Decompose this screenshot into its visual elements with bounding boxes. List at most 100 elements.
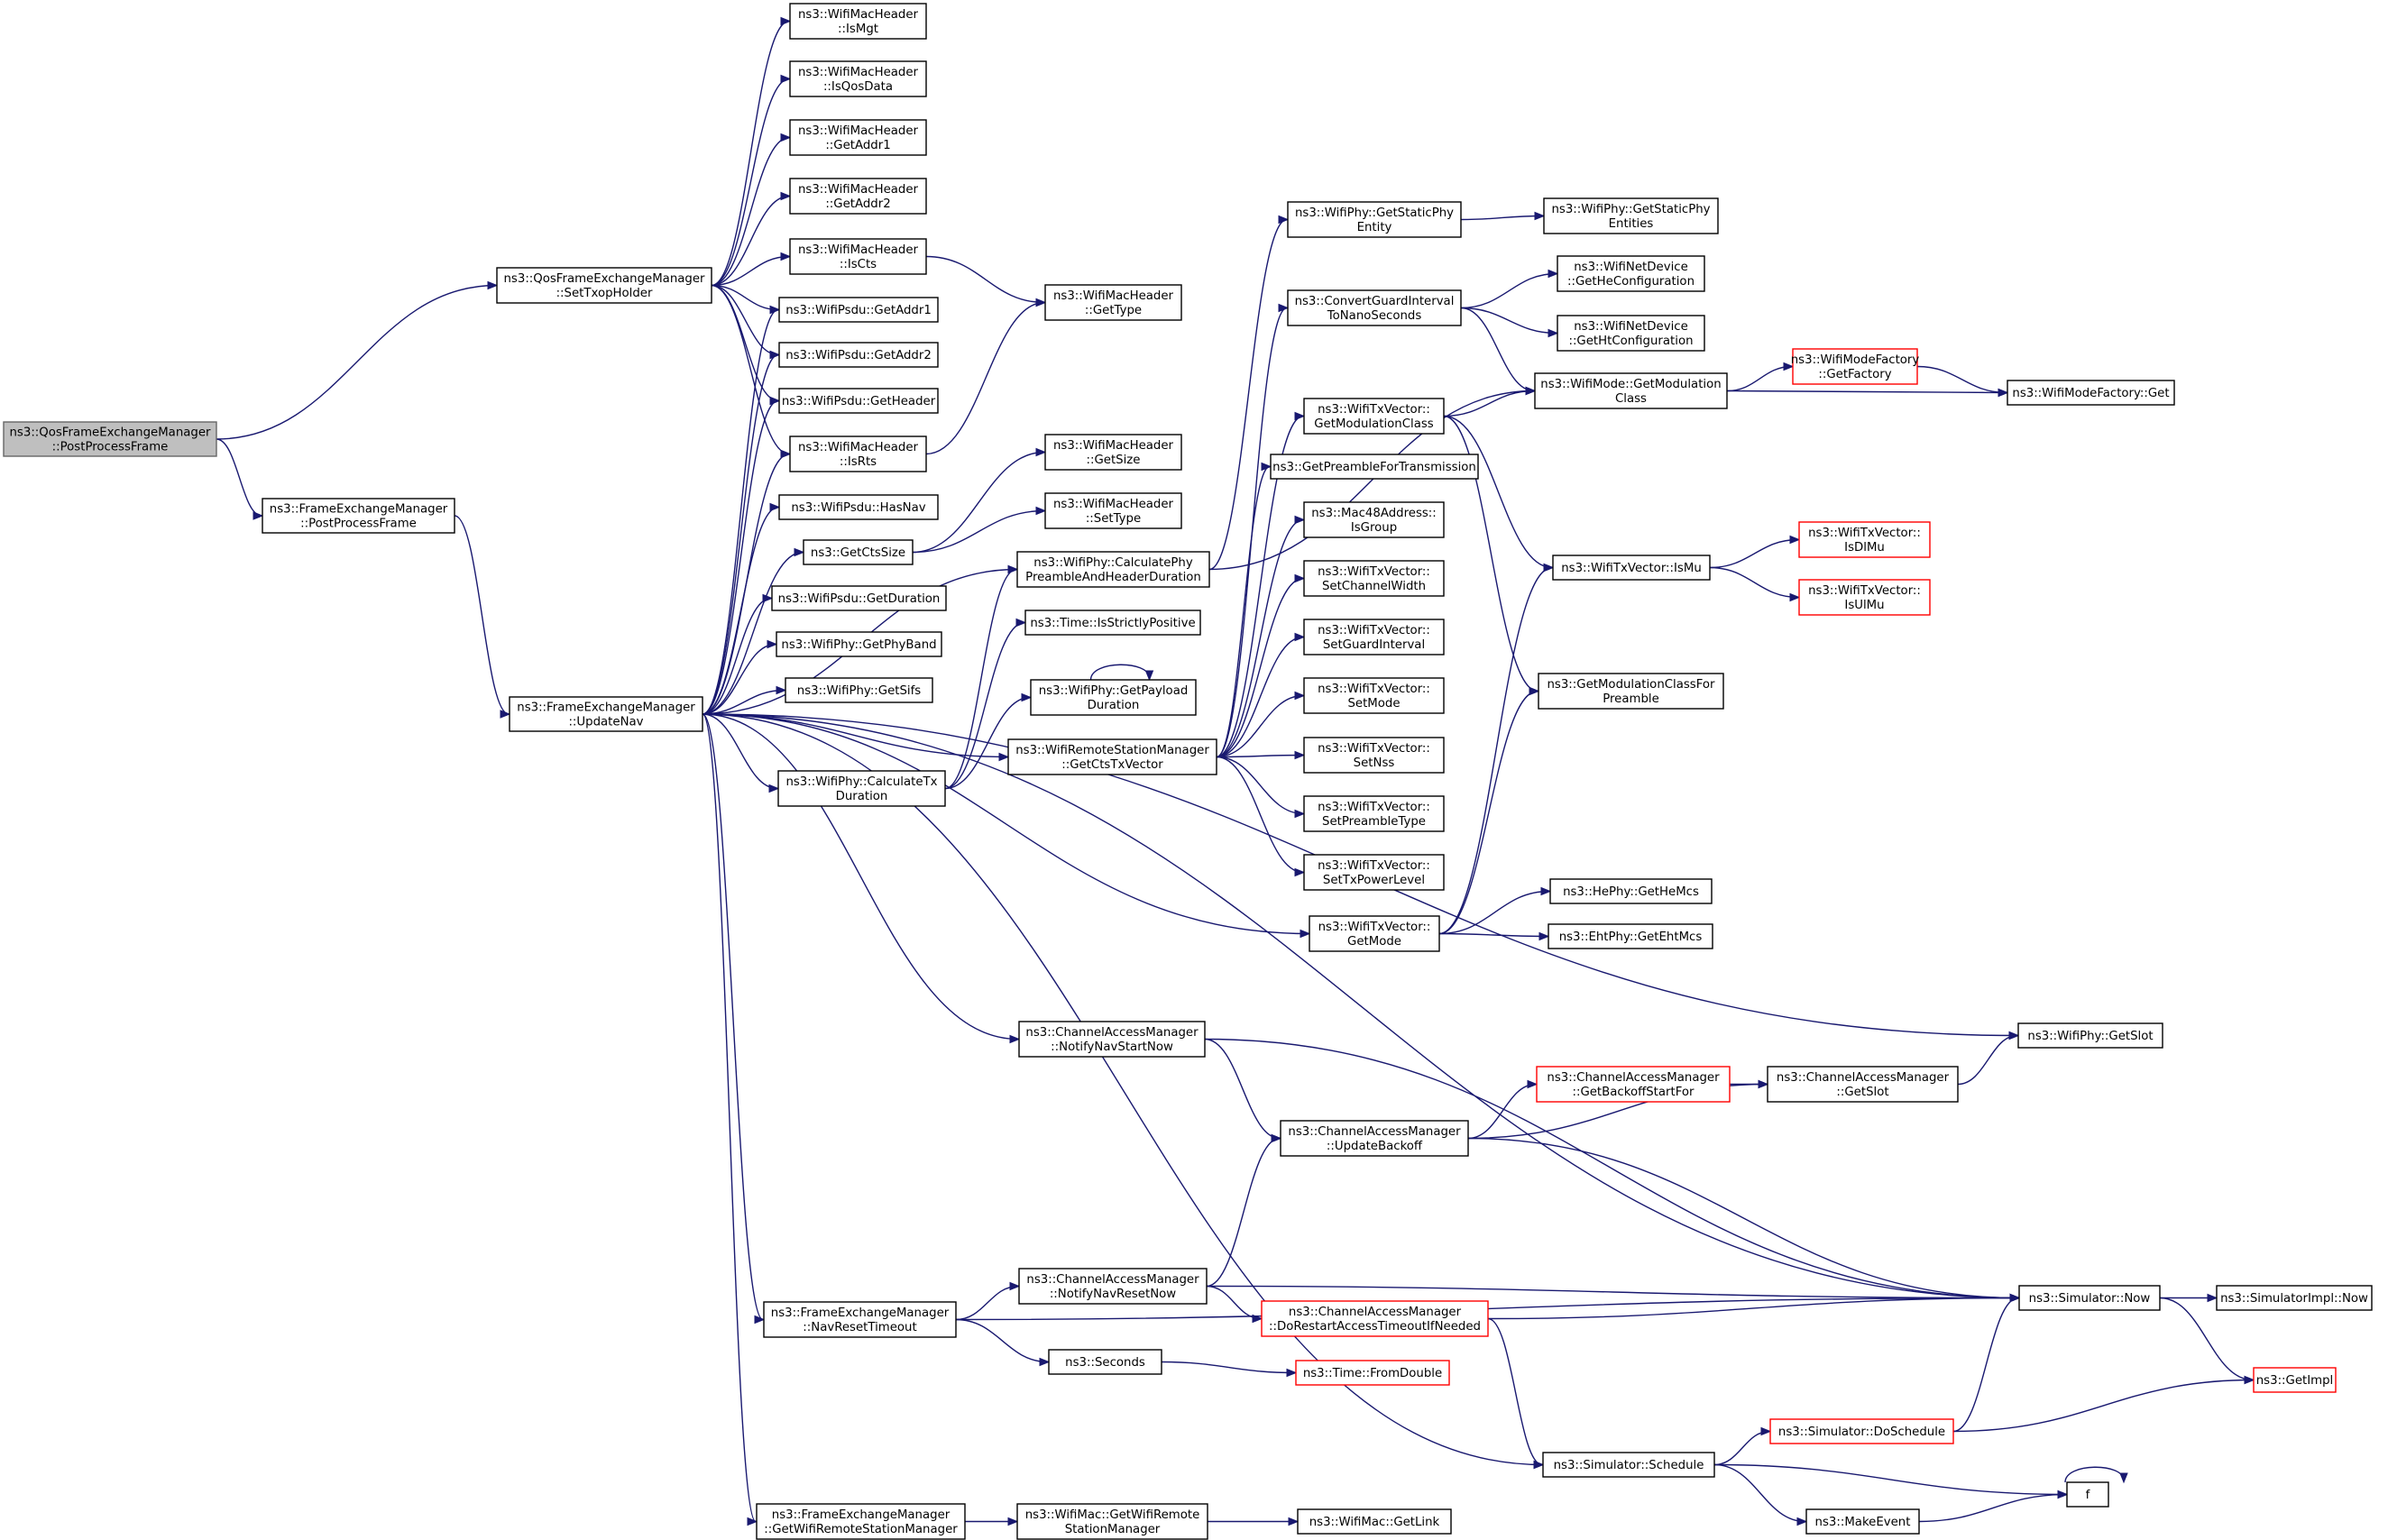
node-ht-config[interactable]: ns3::WifiNetDevice::GetHtConfiguration [1557,315,1705,352]
node-mac48-group[interactable]: ns3::Mac48Address::IsGroup [1303,501,1445,538]
edge-update-nav-to-psdu-duration [702,597,772,715]
edge-cts-txvector-to-set-txpower [1216,756,1304,874]
node-set-gi[interactable]: ns3::WifiTxVector::SetGuardInterval [1303,619,1445,655]
node-get-cts-size[interactable]: ns3::GetCtsSize [803,539,914,565]
edge-arrowhead [1294,867,1306,877]
node-label: Entities [1609,217,1654,231]
node-txv-isulmu[interactable]: ns3::WifiTxVector::IsUlMu [1798,579,1931,616]
node-txv-isdlmu[interactable]: ns3::WifiTxVector::IsDlMu [1798,521,1931,558]
node-f[interactable]: f [2066,1481,2109,1508]
node-box [803,539,914,565]
node-simimpl-now[interactable]: ns3::SimulatorImpl::Now [2216,1285,2373,1311]
node-mode-modclass[interactable]: ns3::WifiMode::GetModulationClass [1534,372,1728,409]
node-label: GetModulationClass [1314,417,1434,431]
node-psdu-addr1[interactable]: ns3::WifiPsdu::GetAddr1 [778,297,939,323]
node-box [1543,197,1719,234]
node-is-cts[interactable]: ns3::WifiMacHeader::IsCts [789,238,927,275]
edge-txv-getmode-to-modclass-preamble [1438,690,1538,935]
node-label: PreambleAndHeaderDuration [1025,571,1201,584]
node-label: ns3::WifiMode::GetModulation [1540,378,1721,391]
node-he-mcs[interactable]: ns3::HePhy::GetHeMcs [1549,878,1713,904]
node-set-mode[interactable]: ns3::WifiTxVector::SetMode [1303,677,1445,714]
node-is-qosdata[interactable]: ns3::WifiMacHeader::IsQosData [789,60,927,97]
node-box [1769,1418,1954,1444]
node-do-restart[interactable]: ns3::ChannelAccessManager::DoRestartAcce… [1261,1300,1489,1337]
node-calc-preamble[interactable]: ns3::WifiPhy::CalculatePhyPreambleAndHea… [1016,551,1210,588]
node-is-rts[interactable]: ns3::WifiMacHeader::IsRts [789,435,927,472]
node-box [1016,1503,1208,1540]
node-qos-post[interactable]: ns3::QosFrameExchangeManager::PostProces… [3,421,217,457]
node-get-impl[interactable]: ns3::GetImpl [2253,1367,2337,1393]
node-update-backoff[interactable]: ns3::ChannelAccessManager::UpdateBackoff [1280,1120,1469,1157]
node-get-rsm[interactable]: ns3::FrameExchangeManager::GetWifiRemote… [756,1503,966,1540]
node-update-nav[interactable]: ns3::FrameExchangeManager::UpdateNav [509,696,703,732]
node-phy-band[interactable]: ns3::WifiPhy::GetPhyBand [776,631,942,657]
node-box [1536,1066,1731,1103]
node-label: ::PostProcessFrame [300,518,417,531]
edge-do-restart-to-sim-now [1487,1297,2019,1320]
node-txv-getmode[interactable]: ns3::WifiTxVector::GetMode [1309,915,1440,952]
node-from-double[interactable]: ns3::Time::FromDouble [1295,1360,1450,1386]
node-hdr-set-type[interactable]: ns3::WifiMacHeader::SetType [1044,492,1182,529]
node-do-schedule[interactable]: ns3::Simulator::DoSchedule [1769,1418,1954,1444]
node-box [496,267,712,304]
node-cam-slot[interactable]: ns3::ChannelAccessManager::GetSlot [1767,1066,1959,1103]
node-has-nav[interactable]: ns3::WifiPsdu::HasNav [778,494,939,520]
node-set-chwidth[interactable]: ns3::WifiTxVector::SetChannelWidth [1303,560,1445,597]
node-psdu-addr2[interactable]: ns3::WifiPsdu::GetAddr2 [778,342,939,368]
node-schedule[interactable]: ns3::Simulator::Schedule [1542,1452,1715,1478]
node-psdu-duration[interactable]: ns3::WifiPsdu::GetDuration [771,585,947,611]
node-he-config[interactable]: ns3::WifiNetDevice::GetHeConfiguration [1557,255,1705,292]
node-preamble-tx[interactable]: ns3::GetPreambleForTransmission [1270,454,1479,480]
node-notify-reset[interactable]: ns3::ChannelAccessManager::NotifyNavRese… [1018,1268,1208,1305]
node-box [789,3,927,40]
node-set-nss[interactable]: ns3::WifiTxVector::SetNss [1303,737,1445,774]
node-hdr-get-type[interactable]: ns3::WifiMacHeader::GetType [1044,284,1182,321]
node-cts-txvector[interactable]: ns3::WifiRemoteStationManager::GetCtsTxV… [1007,738,1217,775]
node-box [789,435,927,472]
node-label: ns3::WifiPsdu::HasNav [791,501,925,515]
node-box [262,498,455,534]
node-fem-post[interactable]: ns3::FrameExchangeManager::PostProcessFr… [262,498,455,534]
node-label: ns3::Time::IsStrictlyPositive [1030,617,1195,630]
node-box [1303,795,1445,832]
node-sim-now[interactable]: ns3::Simulator::Now [2018,1285,2161,1311]
node-hdr-get-size[interactable]: ns3::WifiMacHeader::GetSize [1044,434,1182,471]
node-seconds[interactable]: ns3::Seconds [1048,1349,1162,1375]
node-mode-factory-get-factory[interactable]: ns3::WifiModeFactory::GetFactory [1791,348,1920,385]
node-get-addr1-h[interactable]: ns3::WifiMacHeader::GetAddr1 [789,119,927,156]
node-make-event[interactable]: ns3::MakeEvent [1805,1508,1920,1535]
node-box [776,631,942,657]
node-label: ::DoRestartAccessTimeoutIfNeeded [1269,1320,1481,1334]
node-set-preamble[interactable]: ns3::WifiTxVector::SetPreambleType [1303,795,1445,832]
node-notify-start[interactable]: ns3::ChannelAccessManager::NotifyNavStar… [1018,1021,1206,1058]
node-label: ns3::WifiMacHeader [798,183,919,197]
node-mode-factory-get[interactable]: ns3::WifiModeFactory::Get [2007,380,2175,406]
node-get-addr2-h[interactable]: ns3::WifiMacHeader::GetAddr2 [789,178,927,215]
node-label: ::GetAddr2 [825,197,890,211]
node-psdu-header[interactable]: ns3::WifiPsdu::GetHeader [778,388,939,414]
edge-convert-gi-to-mode-modclass [1460,307,1535,392]
node-mac-get-rsm[interactable]: ns3::WifiMac::GetWifiRemoteStationManage… [1016,1503,1208,1540]
node-set-txpower[interactable]: ns3::WifiTxVector::SetTxPowerLevel [1303,854,1445,891]
node-phy-slot[interactable]: ns3::WifiPhy::GetSlot [2017,1022,2163,1049]
node-mac-get-link[interactable]: ns3::WifiMac::GetLink [1297,1508,1452,1535]
node-label: ns3::WifiMacHeader [798,441,919,454]
node-nav-reset-timeout[interactable]: ns3::FrameExchangeManager::NavResetTimeo… [763,1301,957,1338]
node-txv-ismu[interactable]: ns3::WifiTxVector::IsMu [1552,555,1711,581]
node-txv-modclass[interactable]: ns3::WifiTxVector::GetModulationClass [1303,398,1445,435]
node-set-txop[interactable]: ns3::QosFrameExchangeManager::SetTxopHol… [496,267,712,304]
node-label: ::UpdateNav [568,716,643,729]
node-backoff-start[interactable]: ns3::ChannelAccessManager::GetBackoffSta… [1536,1066,1731,1103]
node-strictly-pos[interactable]: ns3::Time::IsStrictlyPositive [1024,610,1201,636]
node-phy-sifs[interactable]: ns3::WifiPhy::GetSifs [785,677,933,703]
node-is-mgt[interactable]: ns3::WifiMacHeader::IsMgt [789,3,927,40]
node-eht-mcs[interactable]: ns3::EhtPhy::GetEhtMcs [1548,923,1713,949]
node-box [1805,1508,1920,1535]
